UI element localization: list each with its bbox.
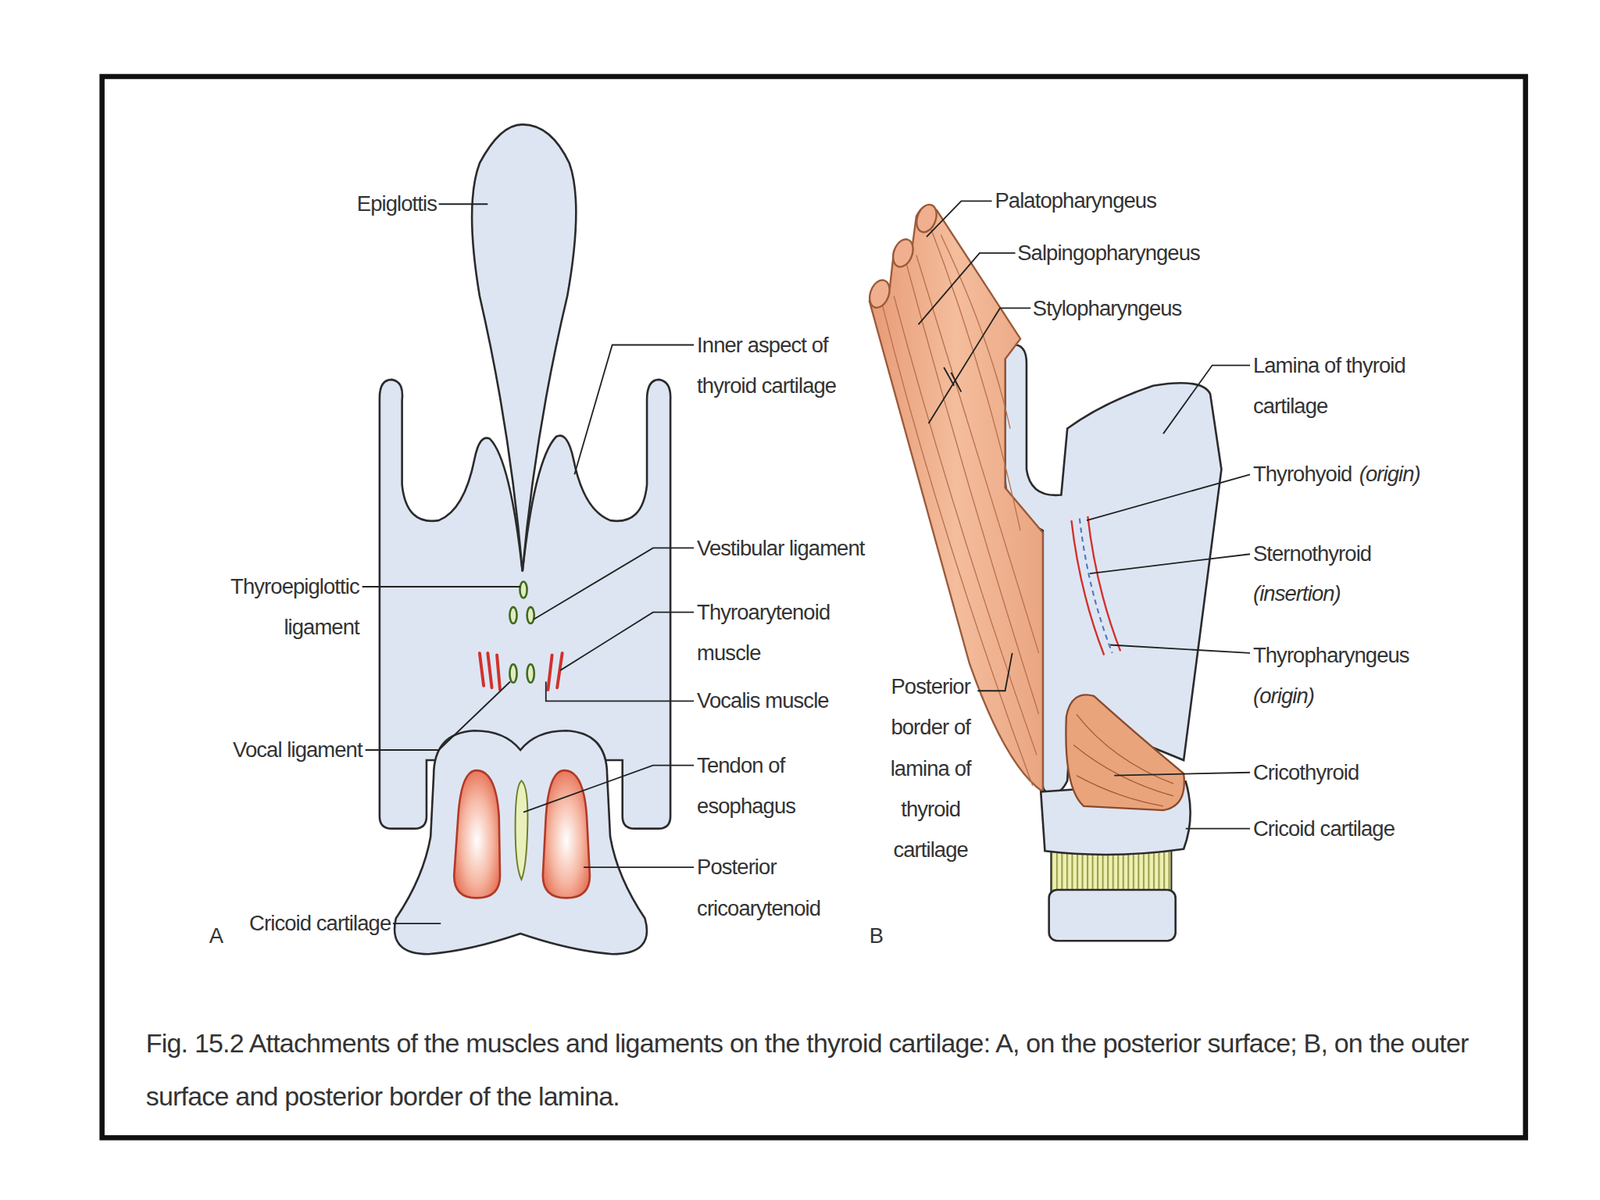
thyroarytenoid-marks: [479, 653, 563, 690]
cricothyroid-fibres: [1073, 714, 1174, 807]
part-label: Cricoid cartilage: [249, 903, 391, 944]
part-label: Posterior cricoarytenoid: [696, 846, 840, 929]
figure-caption: Fig. 15.2 Attachments of the muscles and…: [146, 1016, 1489, 1123]
part-label: Inner aspect of thyroid cartilage: [696, 324, 866, 406]
part-label: Vestibular ligament: [696, 527, 865, 568]
posterior-cricoarytenoid-right: [542, 770, 590, 898]
muscle-fibres: [881, 222, 1039, 786]
cricothyroid-muscle: [1065, 694, 1184, 811]
tracheal-ring: [1049, 889, 1176, 941]
part-label: Epiglottis: [357, 183, 437, 225]
part-label: (insertion): [1253, 573, 1341, 615]
oblique-line-marks: [1071, 516, 1121, 656]
posterior-cricoarytenoid-left: [453, 770, 500, 898]
part-label: A: [209, 915, 223, 957]
cricoid-cartilage: [394, 730, 647, 954]
part-label: B: [869, 915, 883, 957]
part-label: Posterior border of lamina of thyroid ca…: [881, 666, 979, 871]
part-label: Thyroarytenoid muscle: [696, 592, 850, 674]
part-label: Salpingopharyngeus: [1017, 232, 1200, 274]
epiglottis-shape: [471, 124, 576, 572]
ligament-attachments: [509, 581, 534, 683]
esophageal-tendon: [515, 780, 529, 880]
part-label: Cricoid cartilage: [1253, 807, 1395, 849]
part-label: Sternothyroid: [1253, 533, 1372, 575]
part-label: Tendon of esophagus: [696, 744, 810, 826]
pharyngeal-muscles: [869, 206, 1043, 793]
part-label: Thyroepiglottic ligament: [206, 566, 360, 648]
part-label: Thyropharyngeus: [1253, 634, 1410, 675]
part-label: (origin): [1253, 675, 1315, 717]
part-label: Vocalis muscle: [696, 680, 829, 722]
part-label: (origin): [1359, 453, 1421, 495]
leader-lines-a: [362, 203, 694, 924]
figure-frame: [102, 76, 1526, 1138]
part-label: Lamina of thyroid cartilage: [1253, 344, 1407, 426]
part-label: Stylopharyngeus: [1032, 287, 1183, 329]
part-label: Vocal ligament: [232, 729, 363, 771]
panel-a: [379, 124, 671, 954]
part-label: Cricothyroid: [1253, 752, 1359, 793]
part-label: Thyrohyoid: [1253, 453, 1353, 495]
part-label: Palatopharyngeus: [994, 180, 1156, 222]
muscle-ends: [866, 201, 941, 311]
